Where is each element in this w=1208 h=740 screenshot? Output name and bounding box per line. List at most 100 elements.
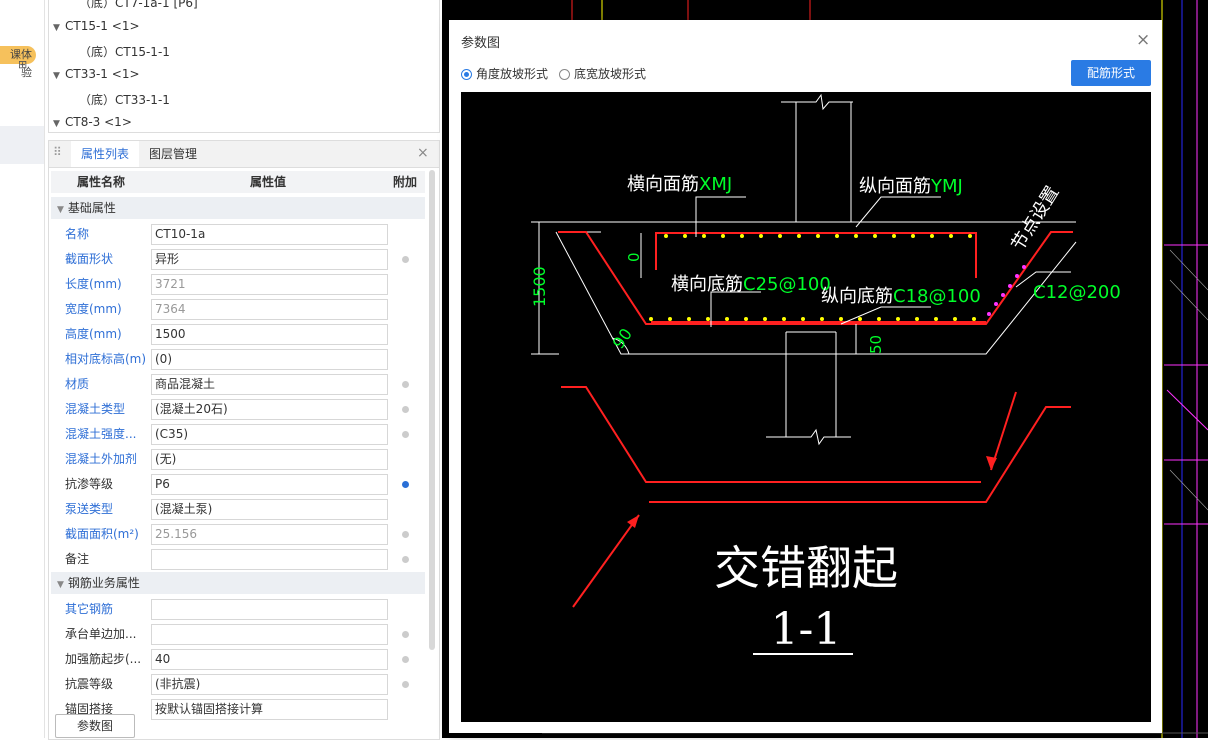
rebar-dot (972, 317, 976, 321)
chevron-down-icon[interactable]: ▼ (53, 23, 60, 33)
property-name: 加强筋起步(... (65, 652, 142, 666)
radio-checked-icon[interactable] (461, 69, 472, 80)
property-value-field[interactable]: 7364 (151, 299, 388, 320)
property-value-field[interactable]: (混凝土20石) (151, 399, 388, 420)
drag-handle-icon[interactable]: ⠿ (53, 145, 62, 159)
property-value-field[interactable]: (C35) (151, 424, 388, 445)
leader-line (855, 196, 941, 228)
tree-item[interactable]: ▼CT33-1 <1> (53, 67, 140, 81)
tab-layer-management[interactable]: 图层管理 (149, 147, 198, 161)
left-strip-selected-item[interactable] (0, 126, 44, 164)
chevron-down-icon[interactable]: ▼ (53, 71, 60, 81)
property-value-field[interactable]: (非抗震) (151, 674, 388, 695)
radio-bottom-width-slope[interactable]: 底宽放坡形式 (559, 65, 646, 82)
tree-item[interactable]: （底）CT7-1a-1 [P6] (79, 0, 198, 10)
extra-checkbox-icon[interactable] (402, 481, 409, 488)
property-value-field[interactable]: 25.156 (151, 524, 388, 545)
tab-property-list[interactable]: 属性列表 (71, 141, 139, 167)
extra-checkbox-icon[interactable] (402, 656, 409, 663)
property-name: 抗震等级 (65, 677, 114, 691)
break-line (781, 93, 853, 111)
rebar-dot (968, 234, 972, 238)
arrow-right (990, 391, 1017, 471)
arrow-left-head (627, 515, 639, 528)
rebar-dot (687, 317, 691, 321)
chevron-down-icon[interactable]: ▼ (57, 205, 64, 215)
property-value-field[interactable] (151, 549, 388, 570)
tree-item[interactable]: （底）CT15-1-1 (79, 45, 170, 59)
label-side-code: C12@200 (1033, 282, 1121, 303)
rebar-dot (759, 234, 763, 238)
tree-item[interactable]: （底）CT33-1-1 (79, 93, 170, 107)
rebar-dot (801, 317, 805, 321)
radio-unchecked-icon[interactable] (559, 69, 570, 80)
parameter-diagram-button[interactable]: 参数图 (55, 714, 135, 738)
property-value-field[interactable]: 40 (151, 649, 388, 670)
group-header[interactable]: ▼钢筋业务属性 (51, 572, 425, 594)
extra-checkbox-icon[interactable] (402, 556, 409, 563)
group-header[interactable]: ▼基础属性 (51, 197, 425, 219)
rebar-dot (763, 317, 767, 321)
extra-checkbox-icon[interactable] (402, 256, 409, 263)
close-icon[interactable]: × (417, 145, 429, 161)
label-bottom-transverse: 横向底筋C25@100 (671, 274, 831, 295)
dim-angle-label: 90 (609, 325, 636, 353)
rebar-dot (816, 234, 820, 238)
cap-outline (555, 231, 1077, 355)
rebar-dot (896, 317, 900, 321)
extra-checkbox-icon[interactable] (402, 681, 409, 688)
property-row: 材质 商品混凝土 (51, 372, 425, 397)
property-value-field[interactable]: (无) (151, 449, 388, 470)
arrow-right-head (986, 456, 997, 470)
property-value-field[interactable]: 3721 (151, 274, 388, 295)
panel-tabbar: ⠿ 属性列表 图层管理 × (49, 141, 439, 168)
extra-checkbox-icon[interactable] (402, 431, 409, 438)
property-name: 抗渗等级 (65, 477, 114, 491)
cad-background-drawing (542, 0, 1208, 738)
extra-checkbox-icon[interactable] (402, 406, 409, 413)
chevron-down-icon[interactable]: ▼ (53, 119, 60, 129)
staggered-rebar-left (561, 386, 981, 483)
property-row: 混凝土外加剂(无) (51, 447, 425, 472)
grid-icon[interactable]: ⊞ (18, 58, 28, 71)
section-label: 1-1 (771, 604, 842, 655)
property-value-field[interactable]: 商品混凝土 (151, 374, 388, 395)
panel-scrollbar[interactable] (429, 170, 435, 650)
extra-checkbox-icon[interactable] (402, 531, 409, 538)
property-row: 承台单边加... (51, 622, 425, 647)
side-rebar-line (558, 231, 1073, 325)
extra-checkbox-icon[interactable] (402, 381, 409, 388)
property-value-field[interactable]: CT10-1a (151, 224, 388, 245)
property-name: 承台单边加... (65, 627, 137, 641)
property-value-field[interactable]: (0) (151, 349, 388, 370)
chevron-down-icon[interactable]: ▼ (57, 580, 64, 590)
tree-item[interactable]: ▼CT15-1 <1> (53, 19, 140, 33)
label-top-transverse: 横向面筋XMJ (627, 174, 732, 195)
property-value-field[interactable]: 1500 (151, 324, 388, 345)
caption-title: 交错翻起 (714, 541, 898, 595)
property-name: 泵送类型 (65, 502, 114, 516)
property-name: 截面形状 (65, 252, 114, 266)
rebar-dot (858, 317, 862, 321)
property-name: 混凝土类型 (65, 402, 126, 416)
column-header-value: 属性值 (151, 171, 386, 193)
close-icon[interactable]: × (1136, 30, 1151, 50)
property-value-field[interactable] (151, 599, 388, 620)
rebar-dot (911, 234, 915, 238)
radio-angle-slope[interactable]: 角度放坡形式 (461, 65, 548, 82)
leader-line (710, 291, 761, 327)
rebar-dot (782, 317, 786, 321)
rebar-dots-bottom (649, 317, 976, 321)
property-value-field[interactable]: P6 (151, 474, 388, 495)
property-value-field[interactable]: (混凝土泵) (151, 499, 388, 520)
property-value-field[interactable]: 异形 (151, 249, 388, 270)
extra-checkbox-icon[interactable] (402, 631, 409, 638)
property-value-field[interactable]: 按默认锚固搭接计算 (151, 699, 388, 720)
arrow-left (572, 514, 640, 608)
tree-item[interactable]: ▼CT8-3 <1> (53, 115, 132, 129)
rebar-form-button[interactable]: 配筋形式 (1071, 60, 1151, 86)
property-name: 材质 (65, 377, 90, 391)
property-value-field[interactable] (151, 624, 388, 645)
promo-badge[interactable]: 课体验 (0, 46, 36, 79)
